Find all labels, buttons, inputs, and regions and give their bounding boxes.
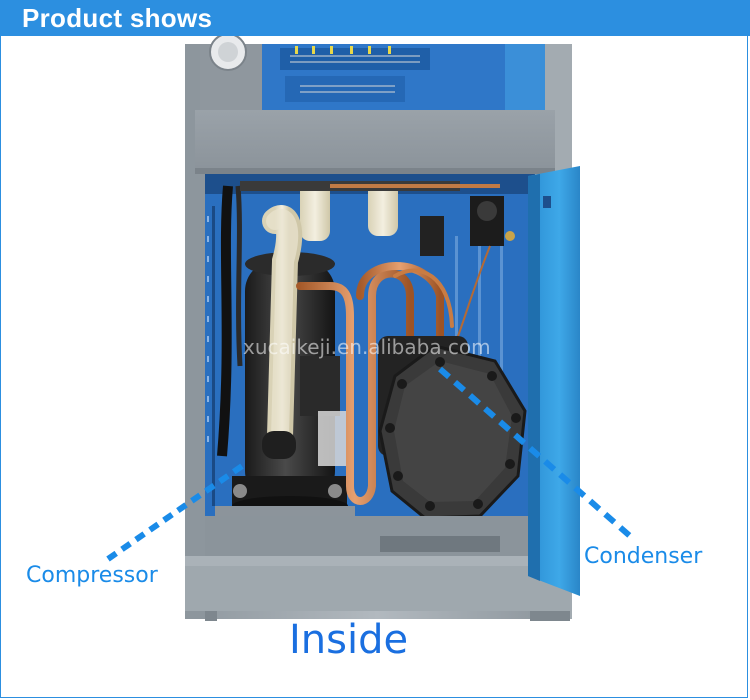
condenser-leader	[438, 366, 632, 539]
crossbar	[195, 110, 555, 172]
inside-label: Inside	[289, 617, 409, 663]
watermark: xucaikeji.en.alibaba.com	[243, 335, 491, 359]
compressor-label: Compressor	[26, 563, 158, 588]
door	[528, 166, 580, 596]
compressor-leader	[106, 461, 247, 562]
product-photo	[0, 36, 750, 636]
condenser-label: Condenser	[584, 544, 703, 569]
header-bar: Product shows	[0, 0, 750, 36]
header-title: Product shows	[22, 3, 213, 33]
condenser	[378, 336, 527, 520]
